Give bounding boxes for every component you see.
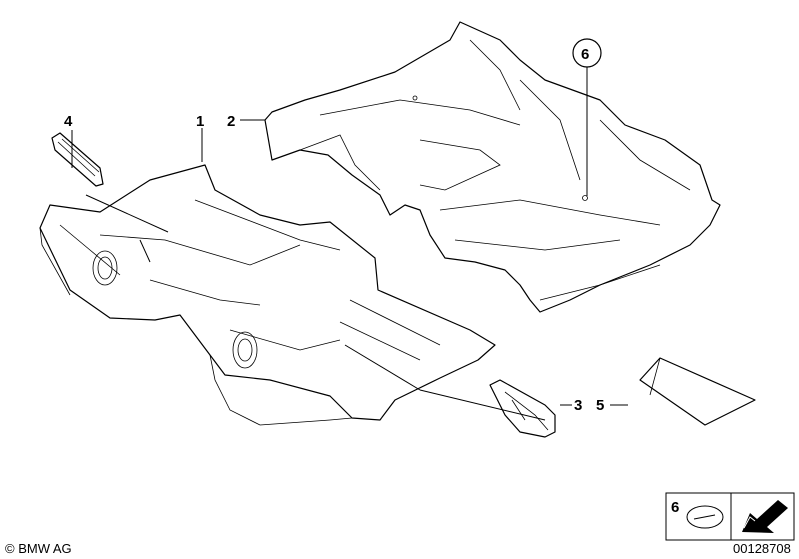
part-4-pad [51, 132, 104, 187]
copyright-text: © BMW AG [5, 541, 72, 556]
arrow-icon [742, 500, 788, 533]
part-3-bracket [489, 379, 556, 438]
callout-5: 5 [596, 397, 604, 414]
legend-box: 6 [665, 492, 795, 541]
callout-6: 6 [581, 46, 589, 63]
image-number: 00128708 [733, 541, 791, 556]
legend-number-6: 6 [671, 499, 679, 516]
part-5-wedge [639, 357, 756, 426]
rear-floor-carpet [264, 21, 721, 313]
callout-1: 1 [196, 113, 204, 130]
callout-2: 2 [227, 113, 235, 130]
front-floor-carpet [39, 164, 496, 426]
leader-lines [71, 67, 628, 421]
callout-6-circle [572, 38, 602, 68]
callout-3: 3 [574, 397, 582, 414]
round-plug-icon [686, 505, 724, 529]
callout-4: 4 [64, 113, 73, 130]
